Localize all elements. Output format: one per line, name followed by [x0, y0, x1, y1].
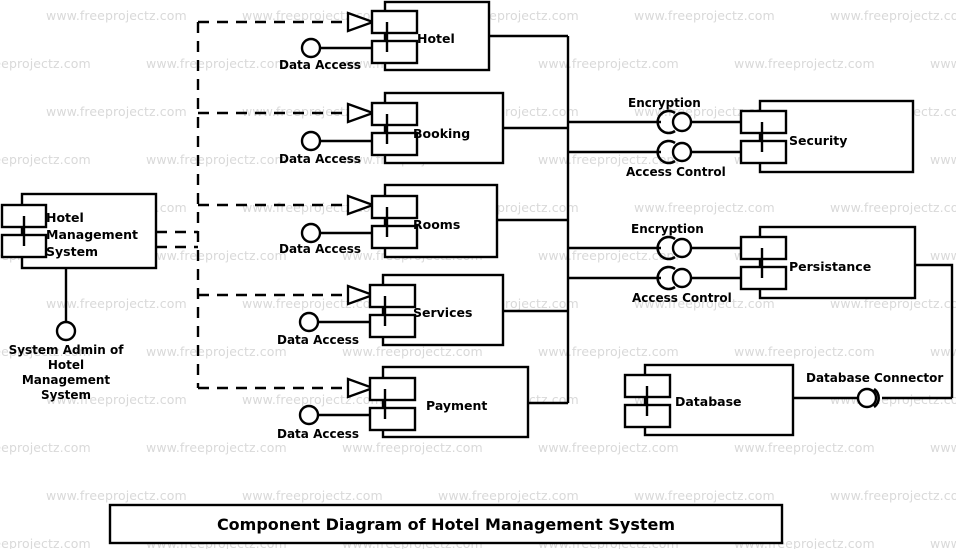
interface-label-data-access-services: Data Access	[277, 333, 360, 347]
component-label-hotel-management-system: Hotel Management System	[46, 210, 139, 259]
interface-label-data-access-booking: Data Access	[279, 152, 362, 166]
component-database[interactable]	[623, 363, 795, 437]
interface-label-system-admin: System Admin of Hotel Management System	[8, 343, 124, 402]
interface-label-data-access-hotel: Data Access	[279, 58, 362, 72]
interface-label-access-control-persistance: Access Control	[632, 291, 732, 305]
component-label-database: Database	[675, 394, 742, 409]
dependency-arrowheads	[346, 11, 377, 399]
provided-interface-system-admin[interactable]	[55, 268, 77, 342]
component-rooms[interactable]	[370, 183, 499, 259]
component-label-hotel: Hotel	[417, 31, 455, 46]
diagram-title: Component Diagram of Hotel Management Sy…	[216, 515, 676, 534]
title-box	[108, 503, 784, 545]
component-label-persistance: Persistance	[789, 259, 872, 274]
interface-label-data-access-rooms: Data Access	[279, 242, 362, 256]
interface-label-data-access-payment: Data Access	[277, 427, 360, 441]
component-services[interactable]	[368, 273, 505, 347]
connector-persistance-to-database	[915, 263, 954, 398]
component-security[interactable]	[739, 99, 915, 174]
interface-label-encryption-security: Encryption	[628, 96, 701, 110]
provided-interface-data-access-hotel[interactable]	[300, 37, 372, 59]
component-persistance[interactable]	[739, 225, 917, 300]
component-label-payment: Payment	[426, 398, 488, 413]
interface-label-database-connector: Database Connector	[806, 371, 944, 385]
interface-label-encryption-persistance: Encryption	[631, 222, 704, 236]
component-label-services: Services	[413, 305, 473, 320]
interface-label-access-control-security: Access Control	[626, 165, 726, 179]
assembly-access-control-security[interactable]	[568, 139, 741, 165]
component-label-booking: Booking	[413, 126, 471, 141]
component-hotel-management-system[interactable]	[0, 192, 158, 270]
component-hotel[interactable]	[370, 0, 491, 72]
dependency-bus-dashed	[156, 20, 345, 390]
provided-interface-data-access-rooms[interactable]	[300, 222, 372, 244]
component-label-security: Security	[789, 133, 848, 148]
provided-interface-data-access-booking[interactable]	[300, 130, 372, 152]
assembly-encryption-persistance[interactable]	[568, 235, 741, 261]
component-label-rooms: Rooms	[413, 217, 461, 232]
provided-interface-data-access-payment[interactable]	[298, 404, 370, 426]
component-payment[interactable]	[368, 365, 530, 439]
assembly-database-connector[interactable]	[793, 387, 952, 409]
component-booking[interactable]	[370, 91, 505, 165]
provided-interface-data-access-services[interactable]	[298, 311, 370, 333]
assembly-encryption-security[interactable]	[568, 109, 741, 135]
assembly-access-control-persistance[interactable]	[568, 265, 741, 291]
